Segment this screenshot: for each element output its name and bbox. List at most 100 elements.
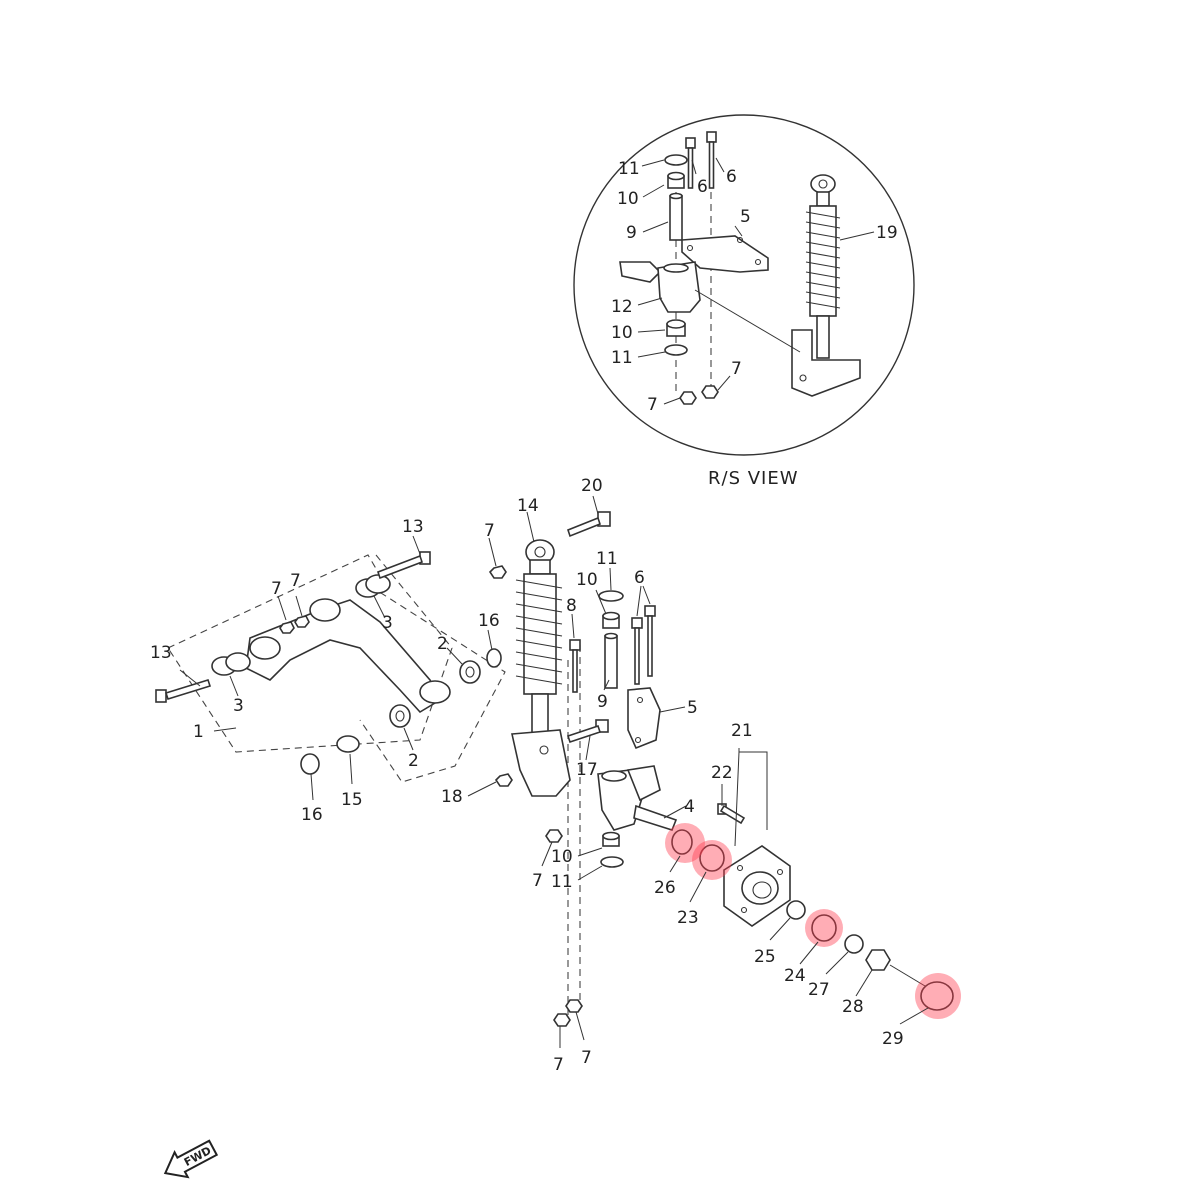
collar-15 [336, 735, 360, 753]
main-callout: 10 [576, 570, 598, 590]
nut-7b [294, 615, 310, 628]
inset-collar-10 [667, 171, 685, 189]
main-callout: 11 [551, 872, 573, 892]
nut-7f [565, 999, 583, 1013]
inset-callout: 7 [731, 359, 742, 379]
main-callout: 7 [532, 871, 543, 891]
inset-collar-10-lower [666, 319, 686, 337]
spacer-25 [786, 900, 806, 920]
main-callout: 23 [677, 908, 699, 928]
main-callout: 15 [341, 790, 363, 810]
washer-27 [844, 934, 864, 954]
hub-21 [723, 845, 791, 927]
knuckle-4 [597, 765, 678, 831]
bolt-8 [569, 639, 581, 693]
a-arm-1 [245, 598, 451, 714]
inset-callout: 19 [876, 223, 898, 243]
bolt-6-main-b [644, 605, 656, 677]
inset-callout: 10 [617, 189, 639, 209]
main-callout: 17 [576, 760, 598, 780]
main-callout: 25 [754, 947, 776, 967]
seal-26 [671, 829, 693, 855]
main-callout: 13 [150, 643, 172, 663]
nut-7d [545, 829, 563, 843]
fwd-arrow-icon [163, 1139, 219, 1179]
inset-knuckle-12 [619, 261, 701, 313]
main-callout: 20 [581, 476, 603, 496]
inset-washer-11-lower [664, 344, 688, 356]
nut-7e [553, 1013, 571, 1027]
main-callout: 1 [193, 722, 204, 742]
main-callout: 8 [566, 596, 577, 616]
main-callout: 24 [784, 966, 806, 986]
inset-circle [573, 114, 915, 456]
main-callout: 5 [687, 698, 698, 718]
nut-7a [279, 621, 295, 634]
inset-callout: 12 [611, 297, 633, 317]
inset-callout: 5 [740, 207, 751, 227]
inset-bolt-6a [685, 137, 696, 189]
bolt-6-main-a [631, 617, 643, 685]
bolt-13b [376, 551, 431, 580]
bushing-3b [355, 574, 391, 598]
main-callout: 7 [484, 521, 495, 541]
main-callout: 13 [402, 517, 424, 537]
main-callout: 18 [441, 787, 463, 807]
main-callout: 10 [551, 847, 573, 867]
washer-16b [300, 753, 320, 775]
inset-callout: 6 [697, 177, 708, 197]
collar-10-lower [602, 831, 620, 847]
main-callout: 22 [711, 763, 733, 783]
main-callout: 7 [290, 571, 301, 591]
main-callout: 7 [271, 579, 282, 599]
cap-29 [920, 981, 954, 1011]
inset-view [573, 114, 915, 456]
sleeve-9-main [604, 632, 618, 689]
main-callout: 26 [654, 878, 676, 898]
collar-10-main [602, 611, 620, 629]
main-callout: 6 [634, 568, 645, 588]
main-callout: 3 [233, 696, 244, 716]
bracket-5-main [627, 687, 661, 750]
main-callout: 16 [301, 805, 323, 825]
inset-nut-7b [701, 385, 719, 399]
inset-bolt-6b [706, 131, 717, 189]
bushing-2b [389, 704, 411, 728]
main-callout: 27 [808, 980, 830, 1000]
highlight-29 [915, 973, 961, 1019]
main-callout: 4 [684, 797, 695, 817]
main-callouts: 20 14 13 7 7 7 11 10 6 8 16 2 3 13 3 1 5… [150, 476, 904, 1075]
inset-washer-11 [664, 154, 688, 166]
highlight-26 [665, 823, 705, 863]
inset-sleeve-9 [669, 192, 683, 241]
inset-callout: 9 [626, 223, 637, 243]
inset-callouts: 11 6 6 10 9 5 19 12 10 11 7 7 R/S VIEW [611, 159, 898, 489]
inset-callout: 10 [611, 323, 633, 343]
inset-callout: 11 [618, 159, 640, 179]
leader-lines [179, 157, 929, 1048]
inset-callout: 11 [611, 348, 633, 368]
highlights [665, 823, 961, 1019]
main-callout: 2 [408, 751, 419, 771]
main-callout: 28 [842, 997, 864, 1017]
main-callout: 16 [478, 611, 500, 631]
main-callout: 11 [596, 549, 618, 569]
nut-28 [865, 949, 891, 971]
bolt-20 [567, 511, 611, 538]
bearing-24 [811, 914, 837, 942]
bearing-23 [699, 844, 725, 872]
inset-callout: 7 [647, 395, 658, 415]
stud-22 [717, 803, 746, 825]
main-callout: 2 [437, 634, 448, 654]
inset-view-label: R/S VIEW [708, 468, 799, 489]
inset-callout: 6 [726, 167, 737, 187]
inset-nut-7a [679, 391, 697, 405]
inset-shock-19 [791, 174, 861, 397]
nut-7c [488, 565, 507, 579]
main-view [155, 511, 954, 1027]
bolt-13a [155, 679, 212, 703]
main-callout: 21 [731, 721, 753, 741]
main-callout: 7 [581, 1048, 592, 1068]
shock-14 [511, 539, 571, 797]
